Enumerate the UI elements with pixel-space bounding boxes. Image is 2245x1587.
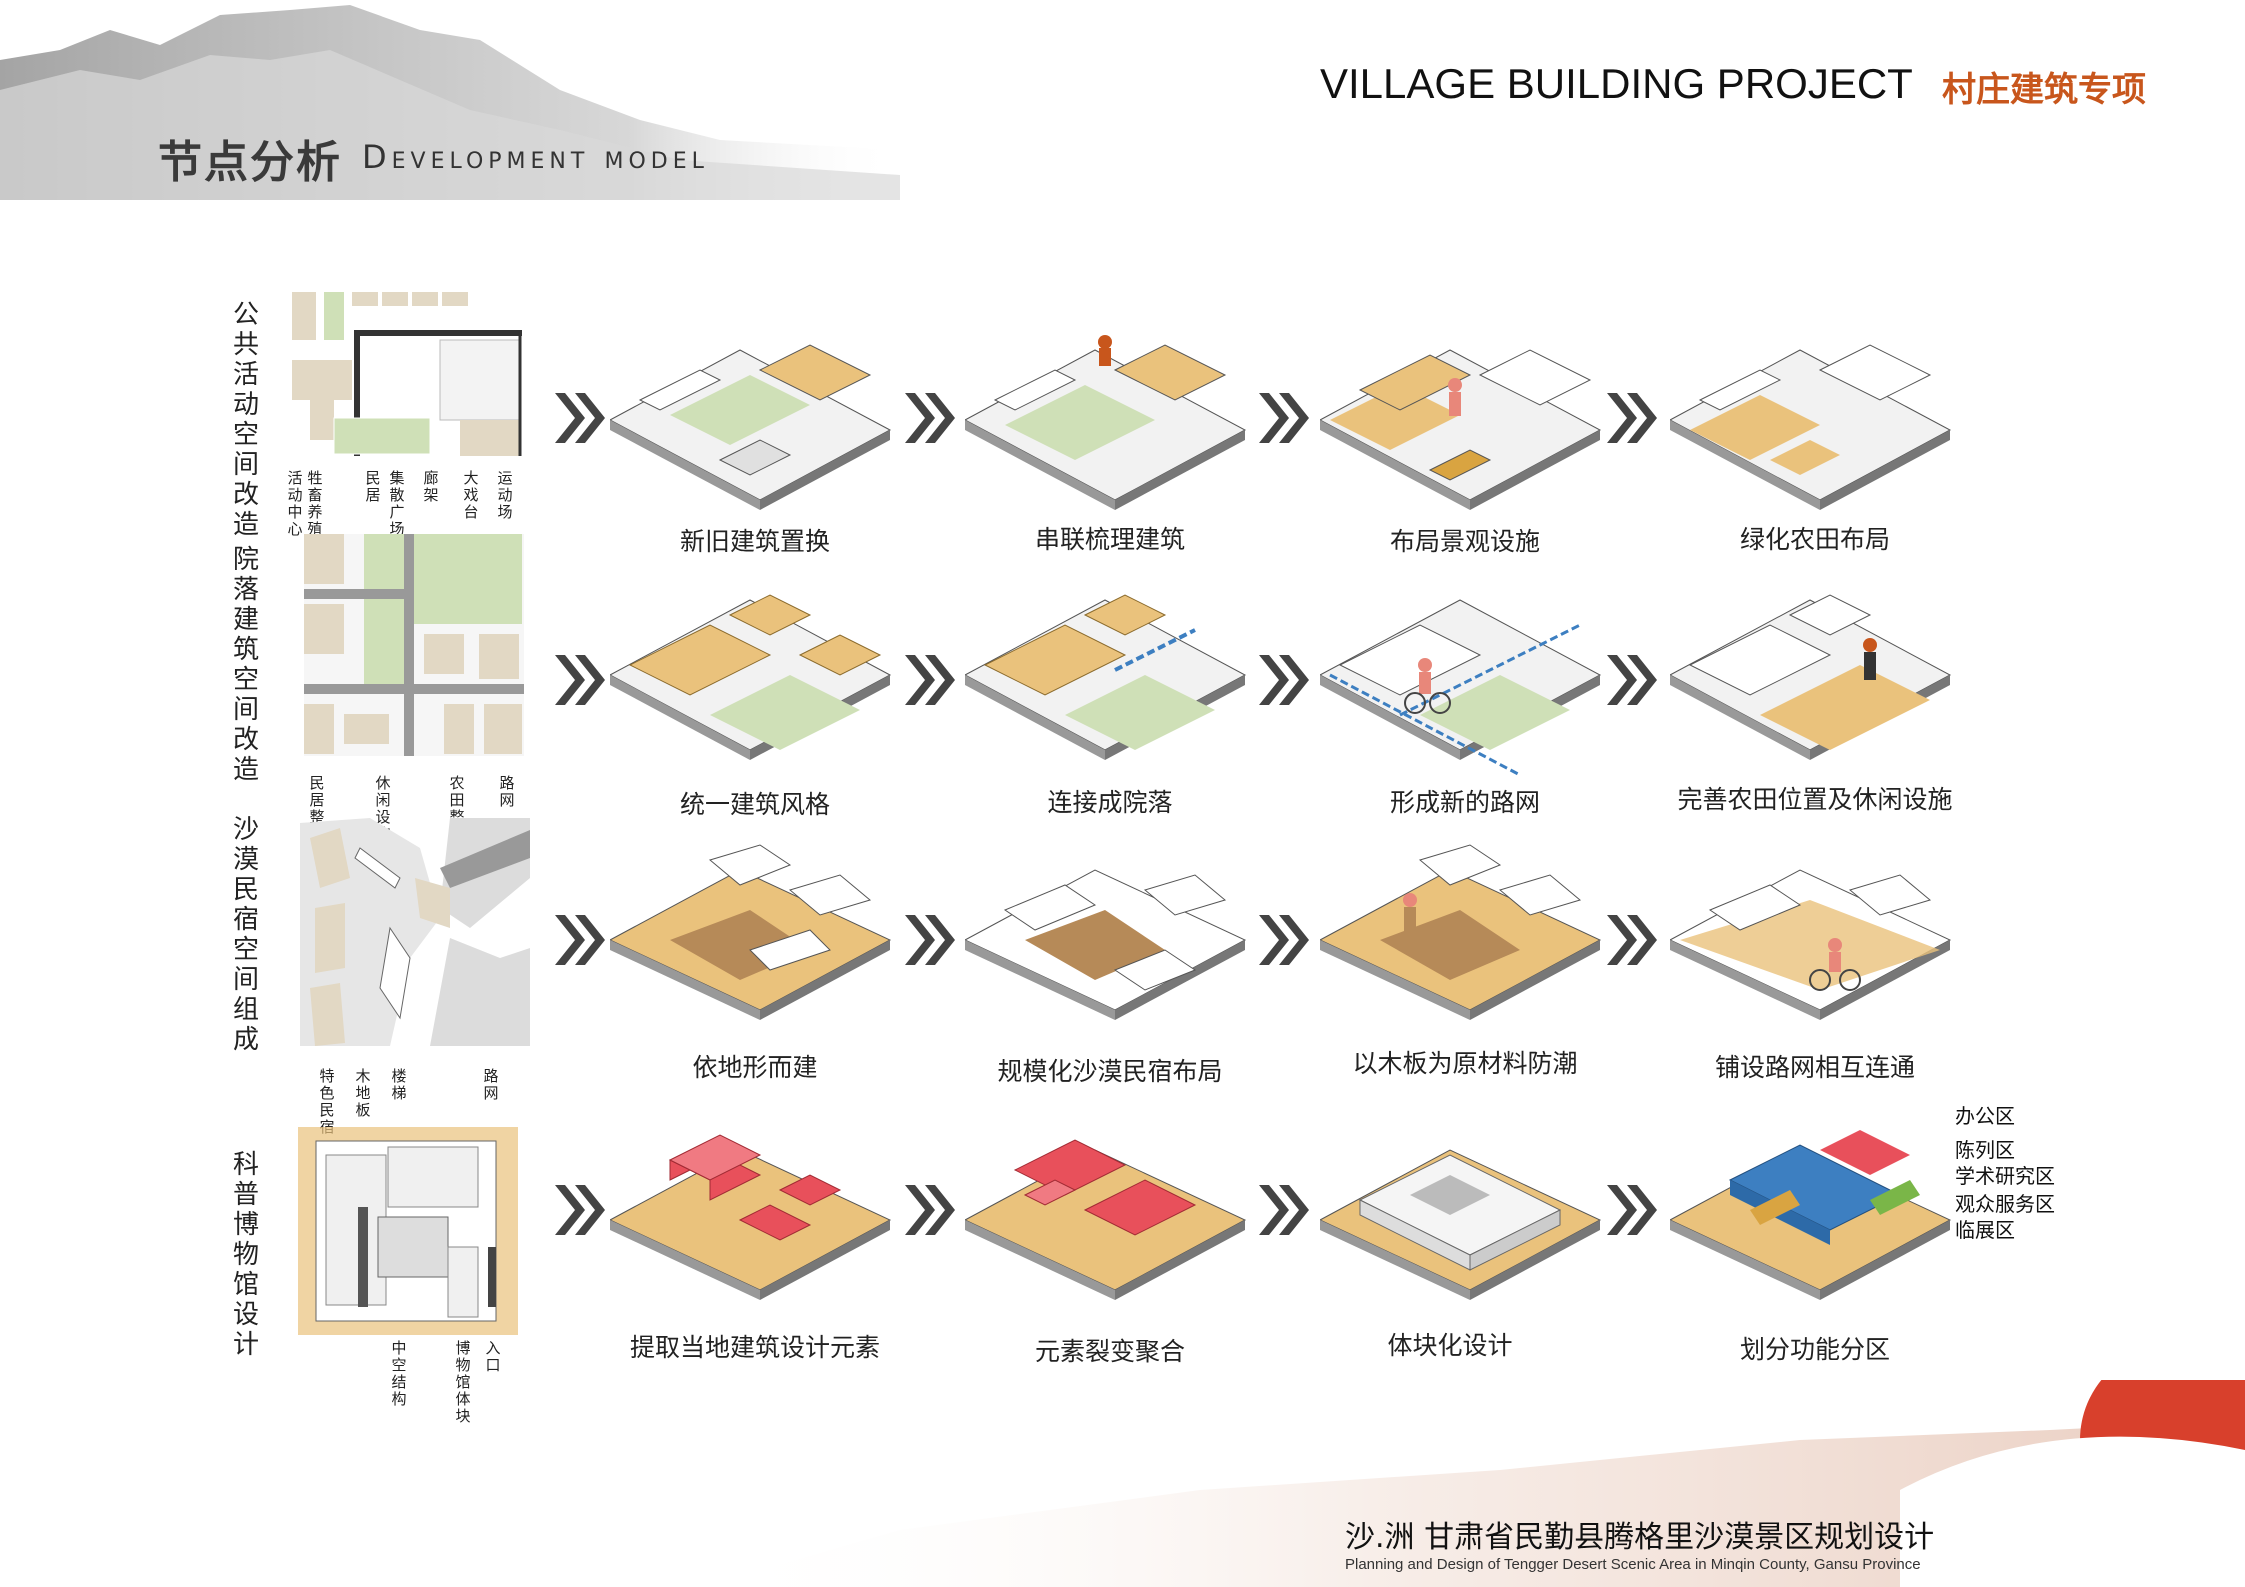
plan-label: 民居 — [365, 469, 381, 504]
plan-label: 中空结构 — [391, 1339, 407, 1408]
plan-label: 入口 — [485, 1339, 501, 1374]
step-caption: 完善农田位置及休闲设施 — [1677, 785, 1953, 814]
iso-diagram-2-4 — [1670, 594, 1952, 760]
iso-diagram-4-3 — [1320, 1149, 1602, 1300]
step-caption: 铺设路网相互连通 — [1714, 1053, 1915, 1082]
plan-label: 廊架 — [423, 469, 439, 504]
project-title-cn: 村庄建筑专项 — [1942, 70, 2146, 110]
legend-item: 陈列区 — [1955, 1138, 2015, 1162]
plan-label: 特色民宿 — [319, 1067, 335, 1136]
plan-label: 路网 — [483, 1067, 499, 1102]
legend-item: 学术研究区 — [1955, 1164, 2055, 1188]
plan-desert-hostel — [300, 818, 530, 1046]
plan-label: 活动中心 — [287, 469, 303, 538]
plan-label: 牲畜养殖 — [307, 469, 323, 538]
step-caption: 串联梳理建筑 — [1034, 525, 1185, 554]
iso-diagram-4-1 — [610, 1134, 892, 1300]
iso-diagram-3-1 — [610, 844, 892, 1020]
step-caption: 元素裂变聚合 — [1034, 1337, 1185, 1366]
plan-label: 集散广场 — [389, 469, 405, 538]
plan-label: 路网 — [499, 774, 515, 809]
legend-item: 观众服务区 — [1955, 1192, 2055, 1216]
row-label-courtyard-space: 院落建筑空间改造 — [232, 545, 259, 785]
iso-diagram-2-1 — [610, 594, 892, 760]
step-caption: 依地形而建 — [692, 1053, 818, 1082]
footer-wave-decoration — [700, 1380, 2245, 1587]
step-caption: 规模化沙漠民宿布局 — [997, 1057, 1223, 1086]
footer-title-cn: 沙.洲 甘肃省民勤县腾格里沙漠景区规划设计 — [1345, 1520, 1935, 1555]
iso-diagram-3-4 — [1670, 869, 1952, 1020]
legend-item: 临展区 — [1955, 1218, 2015, 1242]
iso-diagram-2-3 — [1320, 599, 1602, 777]
step-caption: 形成新的路网 — [1389, 788, 1540, 817]
plan-public-space — [290, 290, 526, 456]
iso-diagram-1-4 — [1670, 344, 1952, 510]
chevron-right-icon — [555, 655, 605, 705]
iso-diagram-4-2 — [965, 1139, 1247, 1300]
section-title: 节点分析 — [158, 137, 342, 188]
plan-label: 楼梯 — [391, 1067, 407, 1102]
project-title-en: VILLAGE BUILDING PROJECT — [1320, 60, 1913, 107]
iso-diagram-1-3 — [1320, 349, 1602, 510]
step-caption: 体块化设计 — [1387, 1331, 1513, 1360]
plan-label: 博物馆体块 — [455, 1339, 471, 1425]
step-caption: 划分功能分区 — [1739, 1335, 1890, 1364]
plan-courtyard-space — [304, 534, 524, 756]
chevron-right-icon — [555, 393, 605, 443]
iso-diagram-4-4 — [1670, 1130, 1952, 1300]
footer-title-en: Planning and Design of Tengger Desert Sc… — [1345, 1556, 1921, 1573]
step-caption: 新旧建筑置换 — [679, 527, 830, 556]
step-caption: 绿化农田布局 — [1739, 525, 1890, 554]
iso-diagram-2-2 — [965, 594, 1247, 760]
plan-museum — [298, 1127, 518, 1335]
plan-label: 大戏台 — [463, 469, 479, 521]
chevron-right-icon — [555, 915, 605, 965]
step-caption: 统一建筑风格 — [679, 790, 830, 819]
row-label-desert-hostel: 沙漠民宿空间组成 — [232, 815, 259, 1055]
section-subtitle: Development model — [362, 138, 709, 176]
plan-label: 运动场 — [497, 469, 513, 521]
row-label-museum: 科普博物馆设计 — [232, 1150, 259, 1360]
row-label-public-space: 公共活动空间改造 — [232, 300, 259, 540]
iso-diagram-3-2 — [965, 869, 1247, 1020]
header-mountain-decoration — [0, 5, 900, 200]
iso-diagram-3-3 — [1320, 844, 1602, 1020]
step-caption: 以木板为原材料防潮 — [1352, 1049, 1578, 1078]
chevron-right-icon — [555, 1185, 605, 1235]
step-caption: 连接成院落 — [1047, 788, 1173, 817]
iso-diagram-1-1 — [610, 344, 892, 510]
plan-label: 木地板 — [355, 1067, 371, 1119]
step-caption: 提取当地建筑设计元素 — [629, 1333, 880, 1362]
step-caption: 布局景观设施 — [1389, 527, 1540, 556]
iso-diagram-1-2 — [965, 335, 1247, 510]
legend-item: 办公区 — [1955, 1104, 2015, 1128]
